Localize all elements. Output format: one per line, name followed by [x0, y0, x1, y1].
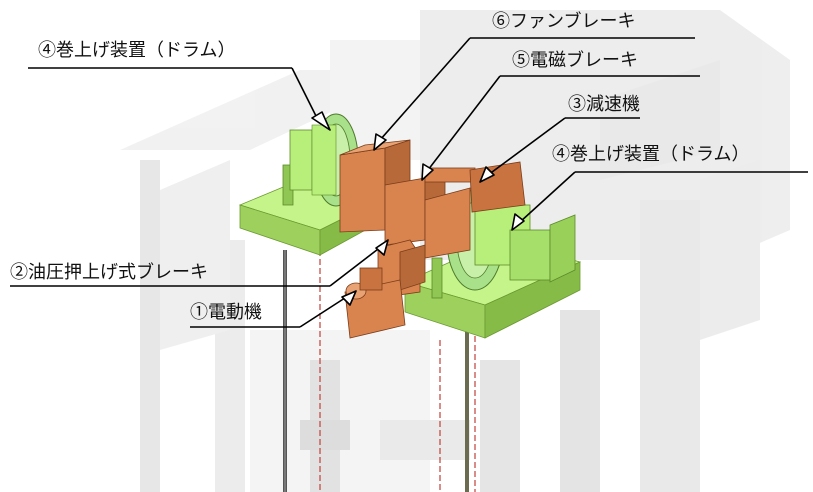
callout-drum-right [511, 171, 808, 231]
callout-magnetic-brake [421, 75, 700, 181]
callout-hydraulic-brake [10, 239, 389, 287]
callout-reducer [479, 117, 640, 183]
label-magnetic-brake: ⑤電磁ブレーキ [512, 50, 638, 71]
hoist-ropes [283, 250, 476, 492]
label-fan-brake: ⑥ファンブレーキ [492, 11, 636, 32]
label-reducer: ③減速機 [568, 94, 640, 115]
label-motor: ①電動機 [190, 302, 262, 323]
callout-motor [190, 290, 357, 328]
label-drum-right: ④巻上げ装置（ドラム） [552, 144, 750, 165]
label-drum-left: ④巻上げ装置（ドラム） [38, 40, 236, 61]
callout-drum-left [28, 67, 331, 131]
label-hydraulic-brake: ②油圧押上げ式ブレーキ [10, 262, 208, 283]
callout-fan-brake [373, 37, 695, 151]
